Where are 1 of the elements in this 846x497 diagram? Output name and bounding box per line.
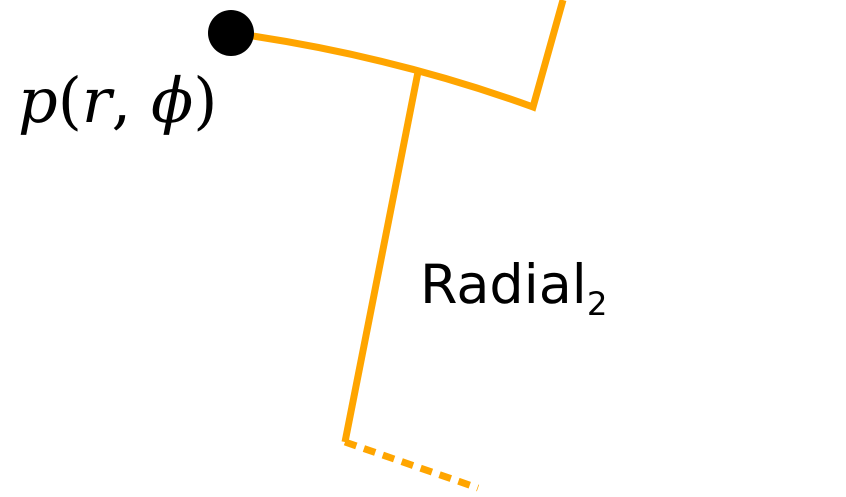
axis-label: Radial$_{2}$: [420, 258, 608, 320]
